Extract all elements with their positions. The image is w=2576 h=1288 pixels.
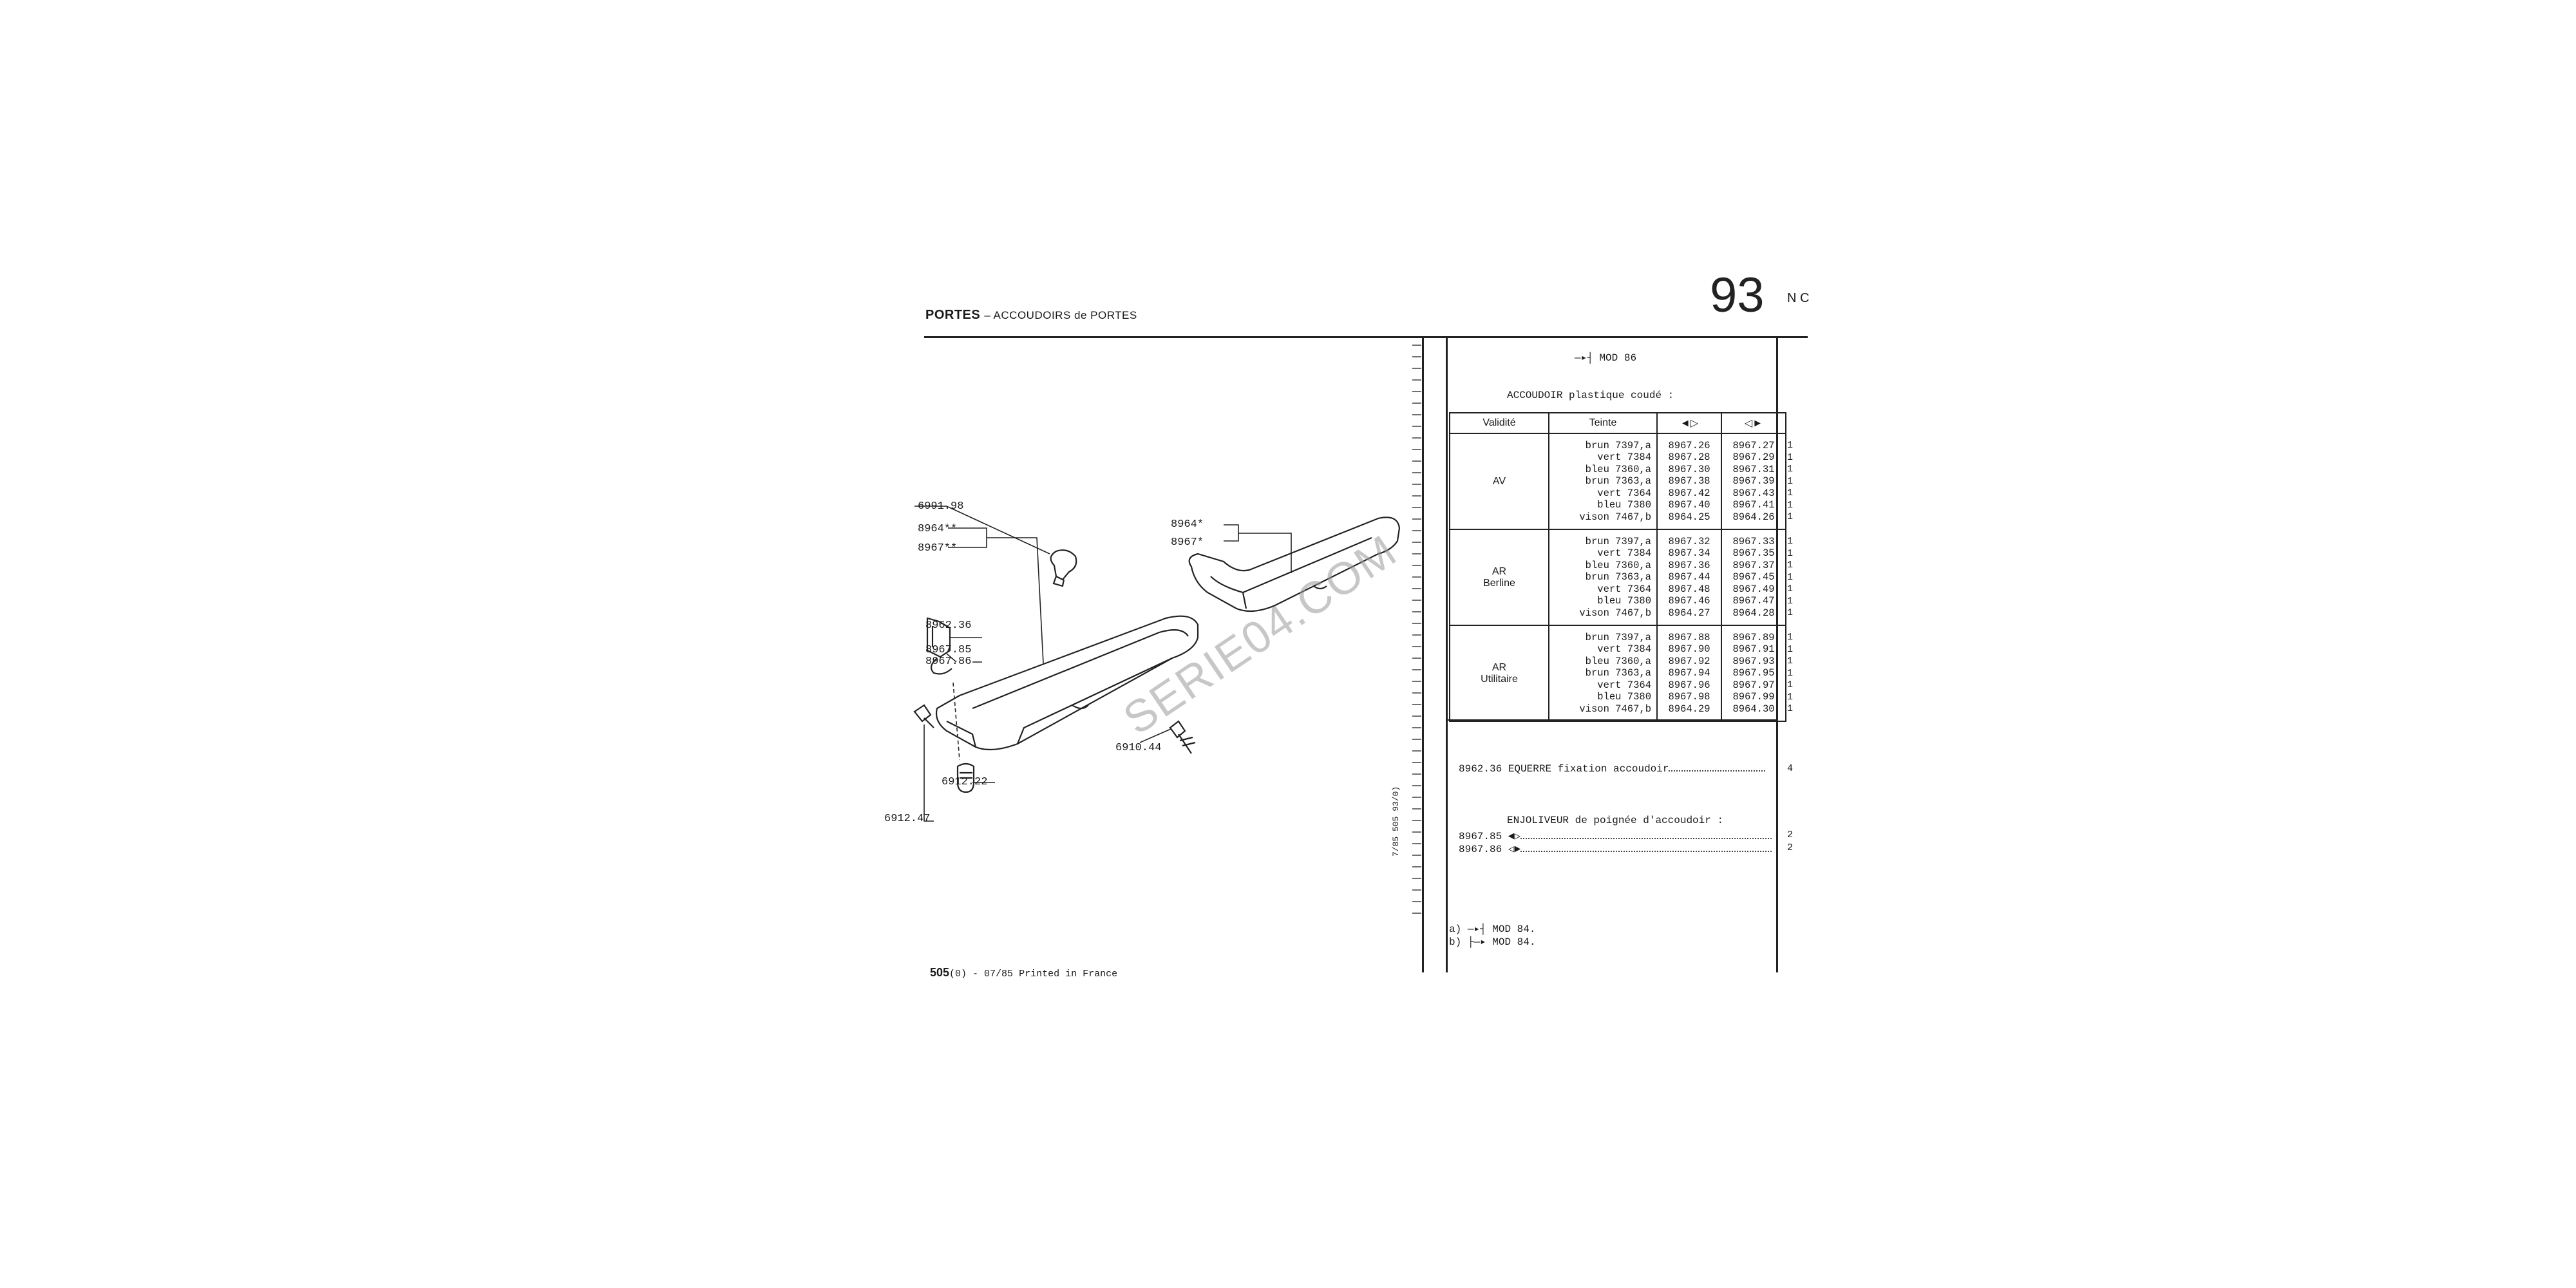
footer: 505(0) - 07/85 Printed in France [930,966,1117,980]
label-8967-85: 8967.85 [925,644,972,656]
screw-bottom-drawing [956,762,975,793]
page-code: N C [1787,291,1810,305]
parts-diagram [913,506,1401,822]
mod-note: —▸┤ MOD 86 [1575,351,1636,364]
equerre-qty: 4 [1787,763,1794,774]
col-teinte: Teinte [1548,412,1658,434]
table-title: ACCOUDOIR plastique coudé : [1507,390,1674,401]
label-8962-36: 8962.36 [925,620,972,632]
table-header-row: Validité Teinte ◄▷ ◁► [1449,412,1786,434]
footer-info: (0) - 07/85 Printed in France [949,969,1118,980]
mod-note-text: MOD 86 [1599,352,1637,364]
page-number: 93 [1710,268,1765,323]
enjoliveur-title: ENJOLIVEUR de poignée d'accoudoir : [1507,815,1724,826]
equerre-label: EQUERRE fixation accoudoir [1508,763,1669,775]
screw-right-drawing [1169,720,1192,754]
label-6991-98: 6991.98 [918,500,964,513]
rear-armrest-drawing [1188,516,1401,612]
section-name: PORTES [925,308,981,322]
equerre-ref: 8962.36 [1459,763,1502,775]
equerre-line: 8962.36 EQUERRE fixation accoudoir [1459,763,1766,775]
clip-drawing [1050,549,1077,581]
label-6910-44: 6910.44 [1115,742,1162,754]
header-rule [924,336,1808,338]
enjoliveur-qty: 2 [1787,829,1794,840]
enjoliveur-item: 8967.86 ◁► [1459,842,1772,855]
screw-left-drawing [913,704,934,728]
section-divider [1446,719,1778,721]
column-divider [1422,338,1424,972]
enjoliveur-qty: 2 [1787,842,1794,853]
table-left-border [1446,338,1448,972]
arrow-stop-icon: —▸┤ [1467,923,1486,935]
enjoliveur-item: 8967.85 ◄▷ [1459,829,1772,842]
tick-marks [1412,345,1421,924]
arrow-right-icon: —▸┤ [1575,352,1593,364]
arrow-start-icon: ├—▸ [1467,936,1486,948]
note-a: a) —▸┤ MOD 84. [1449,923,1536,935]
label-6912-22: 6912.22 [942,776,988,788]
subsection-name: – ACCOUDOIRS de PORTES [984,309,1137,321]
arrow-left-icon: ◄▷ [1508,831,1521,842]
col-validite: Validité [1449,412,1549,434]
col-left-hand: ◄▷ [1656,412,1722,434]
label-8967-double: 8967** [918,542,958,554]
label-8964-single: 8964* [1171,518,1204,531]
bracket-drawing [926,617,951,658]
note-b: b) ├—▸ MOD 84. [1449,936,1536,948]
validity-cell: AV [1449,433,1549,530]
label-6912-47: 6912.47 [884,813,931,825]
footer-model: 505 [930,966,950,979]
section-title: PORTES – ACCOUDOIRS de PORTES [925,308,1137,323]
label-8967-86: 8967.86 [925,656,972,668]
arrow-right-icon: ◁► [1508,844,1521,855]
label-8964-double: 8964** [918,523,958,535]
col-right-hand: ◁► [1721,412,1786,434]
label-8967-single: 8967* [1171,536,1204,549]
